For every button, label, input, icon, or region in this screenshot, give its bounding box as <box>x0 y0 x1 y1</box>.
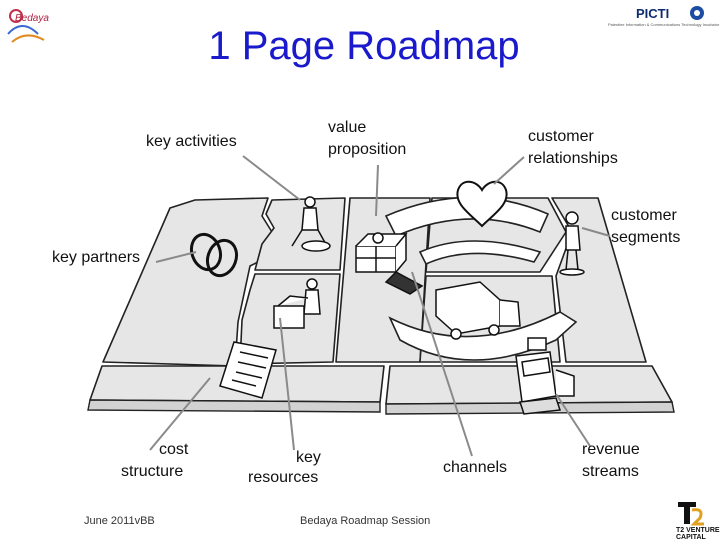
picti-logo-subtitle: Palestine Information & Communications T… <box>608 22 720 27</box>
footer-date: June 2011vBB <box>84 515 155 527</box>
leader-customer-segments <box>581 227 611 237</box>
bedaya-logo <box>7 9 45 43</box>
label-customer-segments-line2: segments <box>611 229 681 246</box>
customer-person-icon <box>559 211 585 276</box>
label-key-partners: key partners <box>52 249 141 266</box>
resources-worker-icon <box>273 278 321 329</box>
picti-logo-text: PICTI <box>636 6 670 21</box>
handshake-rings-icon <box>189 232 239 278</box>
footer-session: Bedaya Roadmap Session <box>300 515 431 527</box>
leader-channels <box>411 271 473 457</box>
leader-cost-structure <box>149 377 211 451</box>
bedaya-logo-text: Bedaya <box>15 13 49 24</box>
gift-box-icon <box>355 231 424 295</box>
receipt-document-icon <box>219 341 277 399</box>
label-cost-structure-line1: cost <box>159 441 189 458</box>
worker-figure-icon <box>291 196 331 252</box>
key-partners-block <box>102 197 273 367</box>
t2-logo-mark <box>678 502 704 526</box>
leader-value-proposition <box>375 164 379 217</box>
label-customer-relationships-line1: customer <box>528 128 594 145</box>
delivery-truck-icon <box>435 281 521 340</box>
heart-icon <box>456 180 508 228</box>
label-channels: channels <box>443 459 508 476</box>
leader-key-resources <box>279 317 295 451</box>
label-customer-segments-line1: customer <box>611 207 677 224</box>
cash-register-icon <box>515 337 575 415</box>
leader-key-activities <box>242 155 301 201</box>
label-value-proposition-line1: value <box>328 119 367 136</box>
label-key-activities: key activities <box>146 133 237 150</box>
leader-revenue-streams <box>555 393 591 447</box>
label-customer-relationships-line2: relationships <box>528 150 618 167</box>
leader-key-partners <box>155 251 197 263</box>
label-revenue-streams-line2: streams <box>582 463 639 480</box>
label-key-resources-line1: key <box>296 449 321 466</box>
label-value-proposition-line2: proposition <box>328 141 407 158</box>
label-key-resources-line2: resources <box>248 469 319 486</box>
label-revenue-streams-line1: revenue <box>582 441 640 458</box>
leader-customer-relationships <box>493 156 525 185</box>
page-title: 1 Page Roadmap <box>208 24 520 68</box>
picti-logo-mark <box>690 6 704 20</box>
label-cost-structure-line2: structure <box>121 463 184 480</box>
t2-logo-text: T2 VENTURE CAPITAL <box>676 527 720 541</box>
